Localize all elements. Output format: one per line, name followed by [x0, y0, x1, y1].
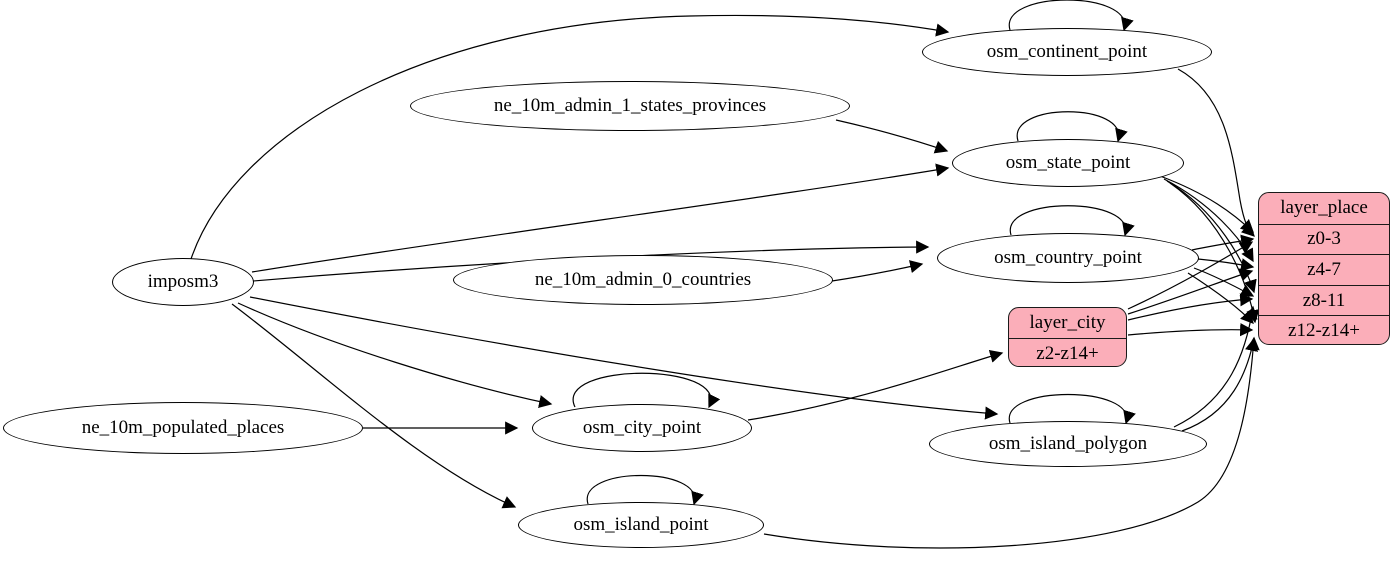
- node-ne-10m-admin-1-states-provinces: ne_10m_admin_1_states_provinces: [410, 81, 850, 131]
- selfloop-osm_country_point: [1009, 205, 1135, 237]
- edge-imposm3-osm_island_polygon: [249, 296, 999, 420]
- selfloop-osm_state_point: [1016, 111, 1128, 143]
- layer-city-header: layer_city: [1029, 312, 1106, 333]
- edge-layer_city-layer_place-z4-7: [1127, 268, 1254, 315]
- edge-ne_10m_admin_1_states_provinces-osm_state_point: [835, 119, 949, 154]
- node-label: osm_country_point: [994, 247, 1142, 268]
- edge-layer_city-layer_place-z12-z14: [1127, 323, 1254, 337]
- node-osm-island-point: osm_island_point: [518, 502, 764, 548]
- edge-osm_island_point-layer_place-z12-z14: [763, 336, 1260, 549]
- layer-place-row-z4-7: z4-7: [1259, 254, 1389, 285]
- node-label: osm_city_point: [582, 417, 702, 438]
- node-osm-state-point: osm_state_point: [952, 139, 1184, 187]
- node-label: ne_10m_populated_places: [81, 417, 285, 438]
- node-label: ne_10m_admin_0_countries: [534, 269, 752, 290]
- selfloop-osm_continent_point: [1008, 0, 1134, 32]
- node-label: imposm3: [147, 271, 219, 292]
- edge-layer_city-layer_place-z0-3: [1127, 241, 1254, 310]
- layer-place-header: layer_place: [1280, 197, 1368, 219]
- edge-ne_10m_admin_0_countries-osm_country_point: [831, 260, 924, 282]
- node-layer-city: layer_city z2-z14+: [1008, 307, 1127, 367]
- layer-place-row-z0-3: z0-3: [1259, 223, 1389, 255]
- edge-osm_city_point-layer_city-z2-z14: [747, 349, 1004, 421]
- layer-place-row-z8-11: z8-11: [1259, 284, 1389, 316]
- edge-osm_country_point-layer_place-z4-7: [1197, 258, 1255, 272]
- layer-place-row-z12-z14: z12-z14+: [1259, 315, 1389, 344]
- node-osm-country-point: osm_country_point: [937, 233, 1199, 283]
- node-osm-city-point: osm_city_point: [532, 404, 752, 452]
- node-ne-10m-populated-places: ne_10m_populated_places: [3, 402, 363, 454]
- edge-imposm3-osm_city_point: [237, 302, 553, 409]
- node-imposm3: imposm3: [112, 258, 254, 306]
- node-layer-place: layer_place z0-3 z4-7 z8-11 z12-z14+: [1258, 192, 1390, 345]
- edge-osm_continent_point-layer_place-z0-3: [1177, 68, 1255, 237]
- selfloop-osm_island_polygon: [1008, 394, 1136, 425]
- node-label: osm_island_polygon: [988, 433, 1148, 454]
- node-label: osm_state_point: [1005, 152, 1131, 173]
- selfloop-osm_island_point: [586, 475, 704, 506]
- edge-imposm3-osm_state_point: [251, 163, 950, 273]
- edge-osm_country_point-layer_place-z0-3: [1191, 234, 1255, 251]
- node-osm-island-polygon: osm_island_polygon: [929, 421, 1207, 467]
- node-label: ne_10m_admin_1_states_provinces: [493, 95, 767, 116]
- selfloop-osm_city_point: [572, 372, 721, 409]
- layer-city-row-z2-z14: z2-z14+: [1009, 338, 1126, 366]
- node-ne-10m-admin-0-countries: ne_10m_admin_0_countries: [453, 255, 833, 305]
- edge-layer_city-layer_place-z8-11: [1127, 293, 1254, 321]
- edge-imposm3-osm_continent_point: [190, 14, 950, 260]
- node-label: osm_island_point: [573, 514, 709, 535]
- edge-imposm3-osm_island_point: [231, 303, 517, 509]
- edge-osm_island_polygon-layer_place-z8-11: [1173, 305, 1258, 428]
- edge-osm_state_point-layer_place-z0-3: [1159, 175, 1254, 233]
- node-label: osm_continent_point: [986, 41, 1148, 62]
- node-osm-continent-point: osm_continent_point: [922, 28, 1212, 76]
